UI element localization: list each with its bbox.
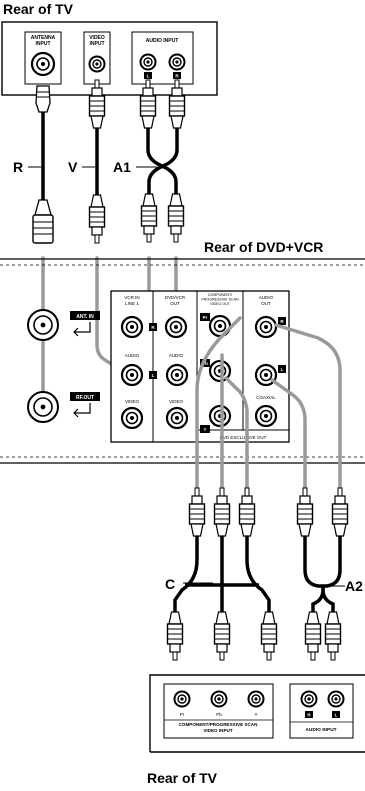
dvd-vcr-out-video-jack	[165, 406, 189, 430]
dvd-vcr-out-video-label: VIDEO	[169, 399, 184, 404]
vcr-in-video-jack	[120, 406, 144, 430]
antenna-cable-r	[32, 85, 54, 244]
video-cable-v	[88, 79, 106, 244]
label-c: C	[165, 576, 175, 592]
ant-in-arrow-icon	[73, 322, 91, 337]
audio-input-r-label: R	[175, 74, 179, 79]
audio-cable-a1	[139, 79, 186, 243]
tv-bottom-panel-outline	[149, 674, 365, 752]
tv-audio-r-badge: R	[307, 713, 311, 718]
tv-audio-input-box	[289, 683, 354, 739]
dvd-exclusive-out-label: DVD EXCLUSIVE OUT	[220, 435, 267, 440]
antenna-input-label-2: INPUT	[36, 41, 51, 47]
vcr-in-audio-label: AUDIO	[125, 353, 140, 358]
coaxial-label: COAXIAL	[256, 395, 276, 400]
tv-pr-label: Pr	[180, 712, 185, 717]
audio-out-l-badge: L	[281, 367, 284, 372]
dvd-vcr-out-l-jack	[165, 363, 189, 387]
dvd-vcr-panel: ANT. IN RF.OUT VCR IN LINE 1 DVD/VCR OUT…	[0, 258, 365, 464]
ant-in-label: ANT. IN	[76, 314, 94, 320]
tv-top-panel: ANTENNA INPUT VIDEO INPUT AUDIO INPUT L …	[1, 21, 218, 96]
video-input-label-2: INPUT	[90, 41, 105, 47]
audio-out-r-jack	[254, 315, 278, 339]
tv-pb-label: Pb	[216, 712, 222, 717]
component-video-input-label-2: VIDEO INPUT	[203, 728, 233, 733]
label-v: V	[68, 159, 78, 175]
tv-pb-jack	[210, 690, 228, 708]
audio-out-r-badge: R	[280, 319, 284, 324]
dvd-l-badge: L	[152, 373, 155, 378]
tv-y-label: Y	[254, 712, 257, 717]
tv-audio-r-jack	[300, 690, 318, 708]
top-cables: R V A1	[13, 79, 186, 244]
tv-audio-l-badge: L	[335, 713, 338, 718]
ant-in-badge	[70, 311, 100, 320]
rf-out-badge	[70, 392, 100, 401]
label-a1: A1	[113, 159, 131, 175]
heading-rear-of-dvd-vcr: Rear of DVD+VCR	[204, 239, 323, 255]
tv-bottom-panel: Pr Pb Y COMPONENT/PROGRESSIVE SCAN VIDEO…	[149, 674, 365, 753]
label-a2: A2	[345, 578, 363, 594]
component-out-label-3: VIDEO OUT	[210, 302, 231, 306]
dvd-vcr-out-label-1: DVD/VCR	[165, 295, 186, 300]
vcr-in-label-1: VCR IN	[124, 295, 139, 300]
vcr-in-l-jack	[120, 363, 144, 387]
audio-out-label-1: AUDIO	[259, 295, 274, 300]
vcr-in-video-label: VIDEO	[125, 399, 140, 404]
rf-out-label: RF.OUT	[76, 395, 94, 401]
heading-rear-of-tv-bottom: Rear of TV	[147, 770, 218, 786]
audio-input-r-badge	[173, 72, 181, 79]
component-y-jack	[208, 404, 232, 428]
component-out-label-1: COMPONENT/	[208, 293, 232, 297]
rf-out-jack	[27, 391, 59, 423]
dvd-vcr-out-label-2: OUT	[170, 301, 180, 306]
vcr-in-r-jack	[120, 315, 144, 339]
tv-y-jack	[247, 690, 265, 708]
audio-input-r-jack	[168, 53, 186, 71]
component-video-input-label-1: COMPONENT/PROGRESSIVE SCAN	[179, 722, 259, 727]
antenna-input-jack	[30, 51, 56, 77]
component-pr-badge: Pr	[203, 315, 208, 320]
audio-out-label-2: OUT	[261, 301, 271, 306]
gray-links-bottom	[195, 316, 342, 490]
audio-input-label: AUDIO INPUT	[146, 38, 179, 44]
audio-input-l-jack	[139, 53, 157, 71]
coaxial-jack	[254, 404, 278, 428]
antenna-input-label-1: ANTENNA	[31, 35, 56, 41]
dvd-vcr-out-audio-label: AUDIO	[169, 353, 184, 358]
dvd-r-badge: R	[151, 325, 155, 330]
ant-in-jack	[27, 309, 59, 341]
audio-input-l-badge	[144, 72, 152, 79]
bottom-cables: C A2	[165, 487, 363, 661]
tv-audio-l-jack	[327, 690, 345, 708]
video-input-label-1: VIDEO	[89, 35, 105, 41]
tv-pr-jack	[173, 690, 191, 708]
tv-audio-input-label: AUDIO INPUT	[305, 727, 336, 733]
component-y-badge: Y	[203, 427, 206, 432]
video-input-jack	[88, 55, 106, 73]
rf-out-arrow-icon	[73, 403, 91, 418]
dvd-vcr-out-r-jack	[164, 315, 188, 339]
audio-input-l-label: L	[147, 74, 150, 79]
component-out-label-2: PROGRESSIVE SCAN	[201, 298, 239, 302]
heading-rear-of-tv-top: Rear of TV	[3, 1, 74, 17]
vcr-in-label-2: LINE 1	[125, 301, 139, 306]
component-pb-badge: Pb	[202, 361, 208, 366]
label-r: R	[13, 159, 23, 175]
